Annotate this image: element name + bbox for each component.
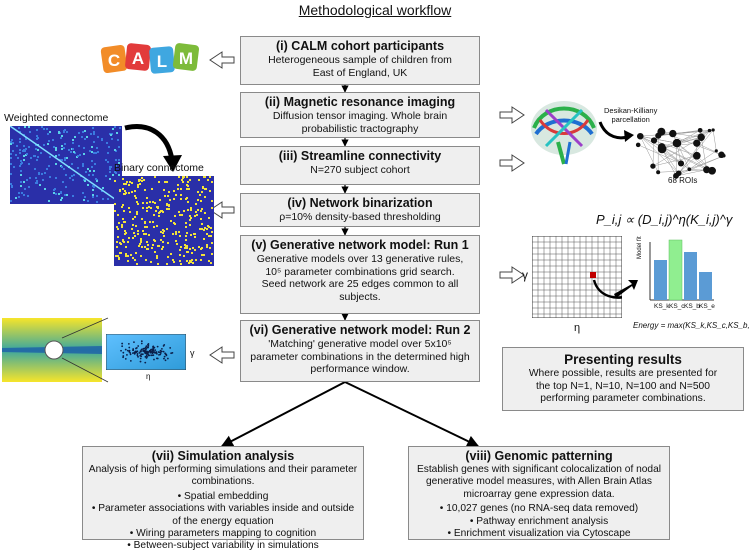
step-iii-box: (iii) Streamline connectivity N=270 subj…	[240, 146, 480, 185]
list-item: Between-subject variability in simulatio…	[89, 540, 357, 552]
hollow-arrow-right-brain	[500, 107, 524, 123]
binary-connectome-label: Binary connectome	[114, 162, 204, 174]
step-i-title: (i) CALM cohort participants	[241, 39, 479, 54]
roi-network-graph	[630, 118, 730, 180]
generative-formula: P_i,j ∝ (D_i,j)^η(K_i,j)^γ	[596, 212, 732, 228]
bar-label: KS_e	[699, 303, 715, 310]
step-iv-title: (iv) Network binarization	[241, 196, 479, 211]
step-vi-title: (vi) Generative network model: Run 2	[241, 323, 479, 338]
step-iii-title: (iii) Streamline connectivity	[241, 149, 479, 164]
step-iv-body: ρ=10% density-based thresholding	[241, 211, 479, 224]
roi-count-label: 68 ROIs	[668, 176, 697, 185]
step-vi-body: 'Matching' generative model over 5x10⁵ p…	[241, 338, 479, 376]
bar-label: KS_k	[654, 303, 670, 310]
step-i-body: Heterogeneous sample of children from Ea…	[241, 54, 479, 79]
calm-logo: C A L M	[100, 38, 204, 80]
step-iv-box: (iv) Network binarization ρ=10% density-…	[240, 193, 480, 227]
arrow-vi-viii	[345, 382, 478, 446]
zoom-gamma-label: γ	[190, 348, 195, 358]
presenting-results-box: Presenting results Where possible, resul…	[502, 347, 744, 411]
list-item: Spatial embedding	[89, 491, 357, 503]
genomic-list: 10,027 genes (no RNA-seq data removed) P…	[409, 503, 669, 540]
results-title: Presenting results	[503, 351, 743, 368]
arrow-vi-vii	[222, 382, 345, 446]
landscape-zoom-plot	[106, 334, 186, 370]
bar-label: KS_b	[684, 303, 700, 310]
zoom-lines	[60, 316, 110, 386]
list-item: Wiring parameters mapping to cognition	[89, 528, 357, 540]
bar-label: KS_c	[669, 303, 685, 310]
brain-tractography-image	[528, 94, 600, 166]
logo-letter: M	[179, 49, 193, 68]
curved-arrow-weighted-binary	[125, 127, 172, 160]
step-ii-body: Diffusion tensor imaging. Whole brain pr…	[241, 110, 479, 135]
simulation-intro: Analysis of high performing simulations …	[83, 464, 363, 489]
weighted-connectome-matrix	[10, 126, 122, 204]
hollow-arrow-right-roi	[500, 155, 524, 171]
grid-gamma-label: γ	[522, 268, 528, 282]
energy-equation: Energy = max(KS_k,KS_c,KS_b,KS_e)	[633, 321, 750, 330]
logo-letter: L	[157, 52, 167, 71]
list-item: Parameter associations with variables in…	[89, 503, 357, 528]
step-v-body: Generative models over 13 generative rul…	[241, 253, 479, 303]
step-v-box: (v) Generative network model: Run 1 Gene…	[240, 235, 480, 314]
genomic-title: (viii) Genomic patterning	[409, 449, 669, 464]
step-i-box: (i) CALM cohort participants Heterogeneo…	[240, 36, 480, 85]
list-item: Pathway enrichment analysis	[415, 516, 663, 528]
hollow-arrow-left-logo	[210, 52, 234, 68]
genomic-intro: Establish genes with significant colocal…	[409, 464, 669, 501]
step-ii-title: (ii) Magnetic resonance imaging	[241, 95, 479, 110]
zoom-eta-label: η	[146, 372, 150, 381]
parameter-grid	[532, 236, 622, 318]
logo-letter: C	[108, 51, 120, 70]
step-ii-box: (ii) Magnetic resonance imaging Diffusio…	[240, 92, 480, 138]
model-fit-axis-label: Model fit	[637, 236, 643, 259]
hollow-arrow-left-landscape	[210, 347, 234, 363]
grid-eta-label: η	[574, 322, 580, 334]
results-body: Where possible, results are presented fo…	[503, 368, 743, 406]
grid-arrow-to-barchart	[612, 278, 638, 302]
list-item: Enrichment visualization via Cytoscape	[415, 528, 663, 540]
simulation-title: (vii) Simulation analysis	[83, 449, 363, 464]
list-item: 10,027 genes (no RNA-seq data removed)	[415, 503, 663, 515]
weighted-connectome-label: Weighted connectome	[4, 112, 108, 124]
simulation-analysis-box: (vii) Simulation analysis Analysis of hi…	[82, 446, 364, 540]
hollow-arrow-right-grid	[500, 267, 524, 283]
step-iii-body: N=270 subject cohort	[241, 164, 479, 177]
logo-letter: A	[132, 49, 144, 68]
simulation-list: Spatial embedding Parameter associations…	[83, 491, 363, 553]
step-vi-box: (vi) Generative network model: Run 2 'Ma…	[240, 320, 480, 382]
genomic-patterning-box: (viii) Genomic patterning Establish gene…	[408, 446, 670, 540]
binary-connectome-matrix	[114, 176, 214, 266]
step-v-title: (v) Generative network model: Run 1	[241, 238, 479, 253]
